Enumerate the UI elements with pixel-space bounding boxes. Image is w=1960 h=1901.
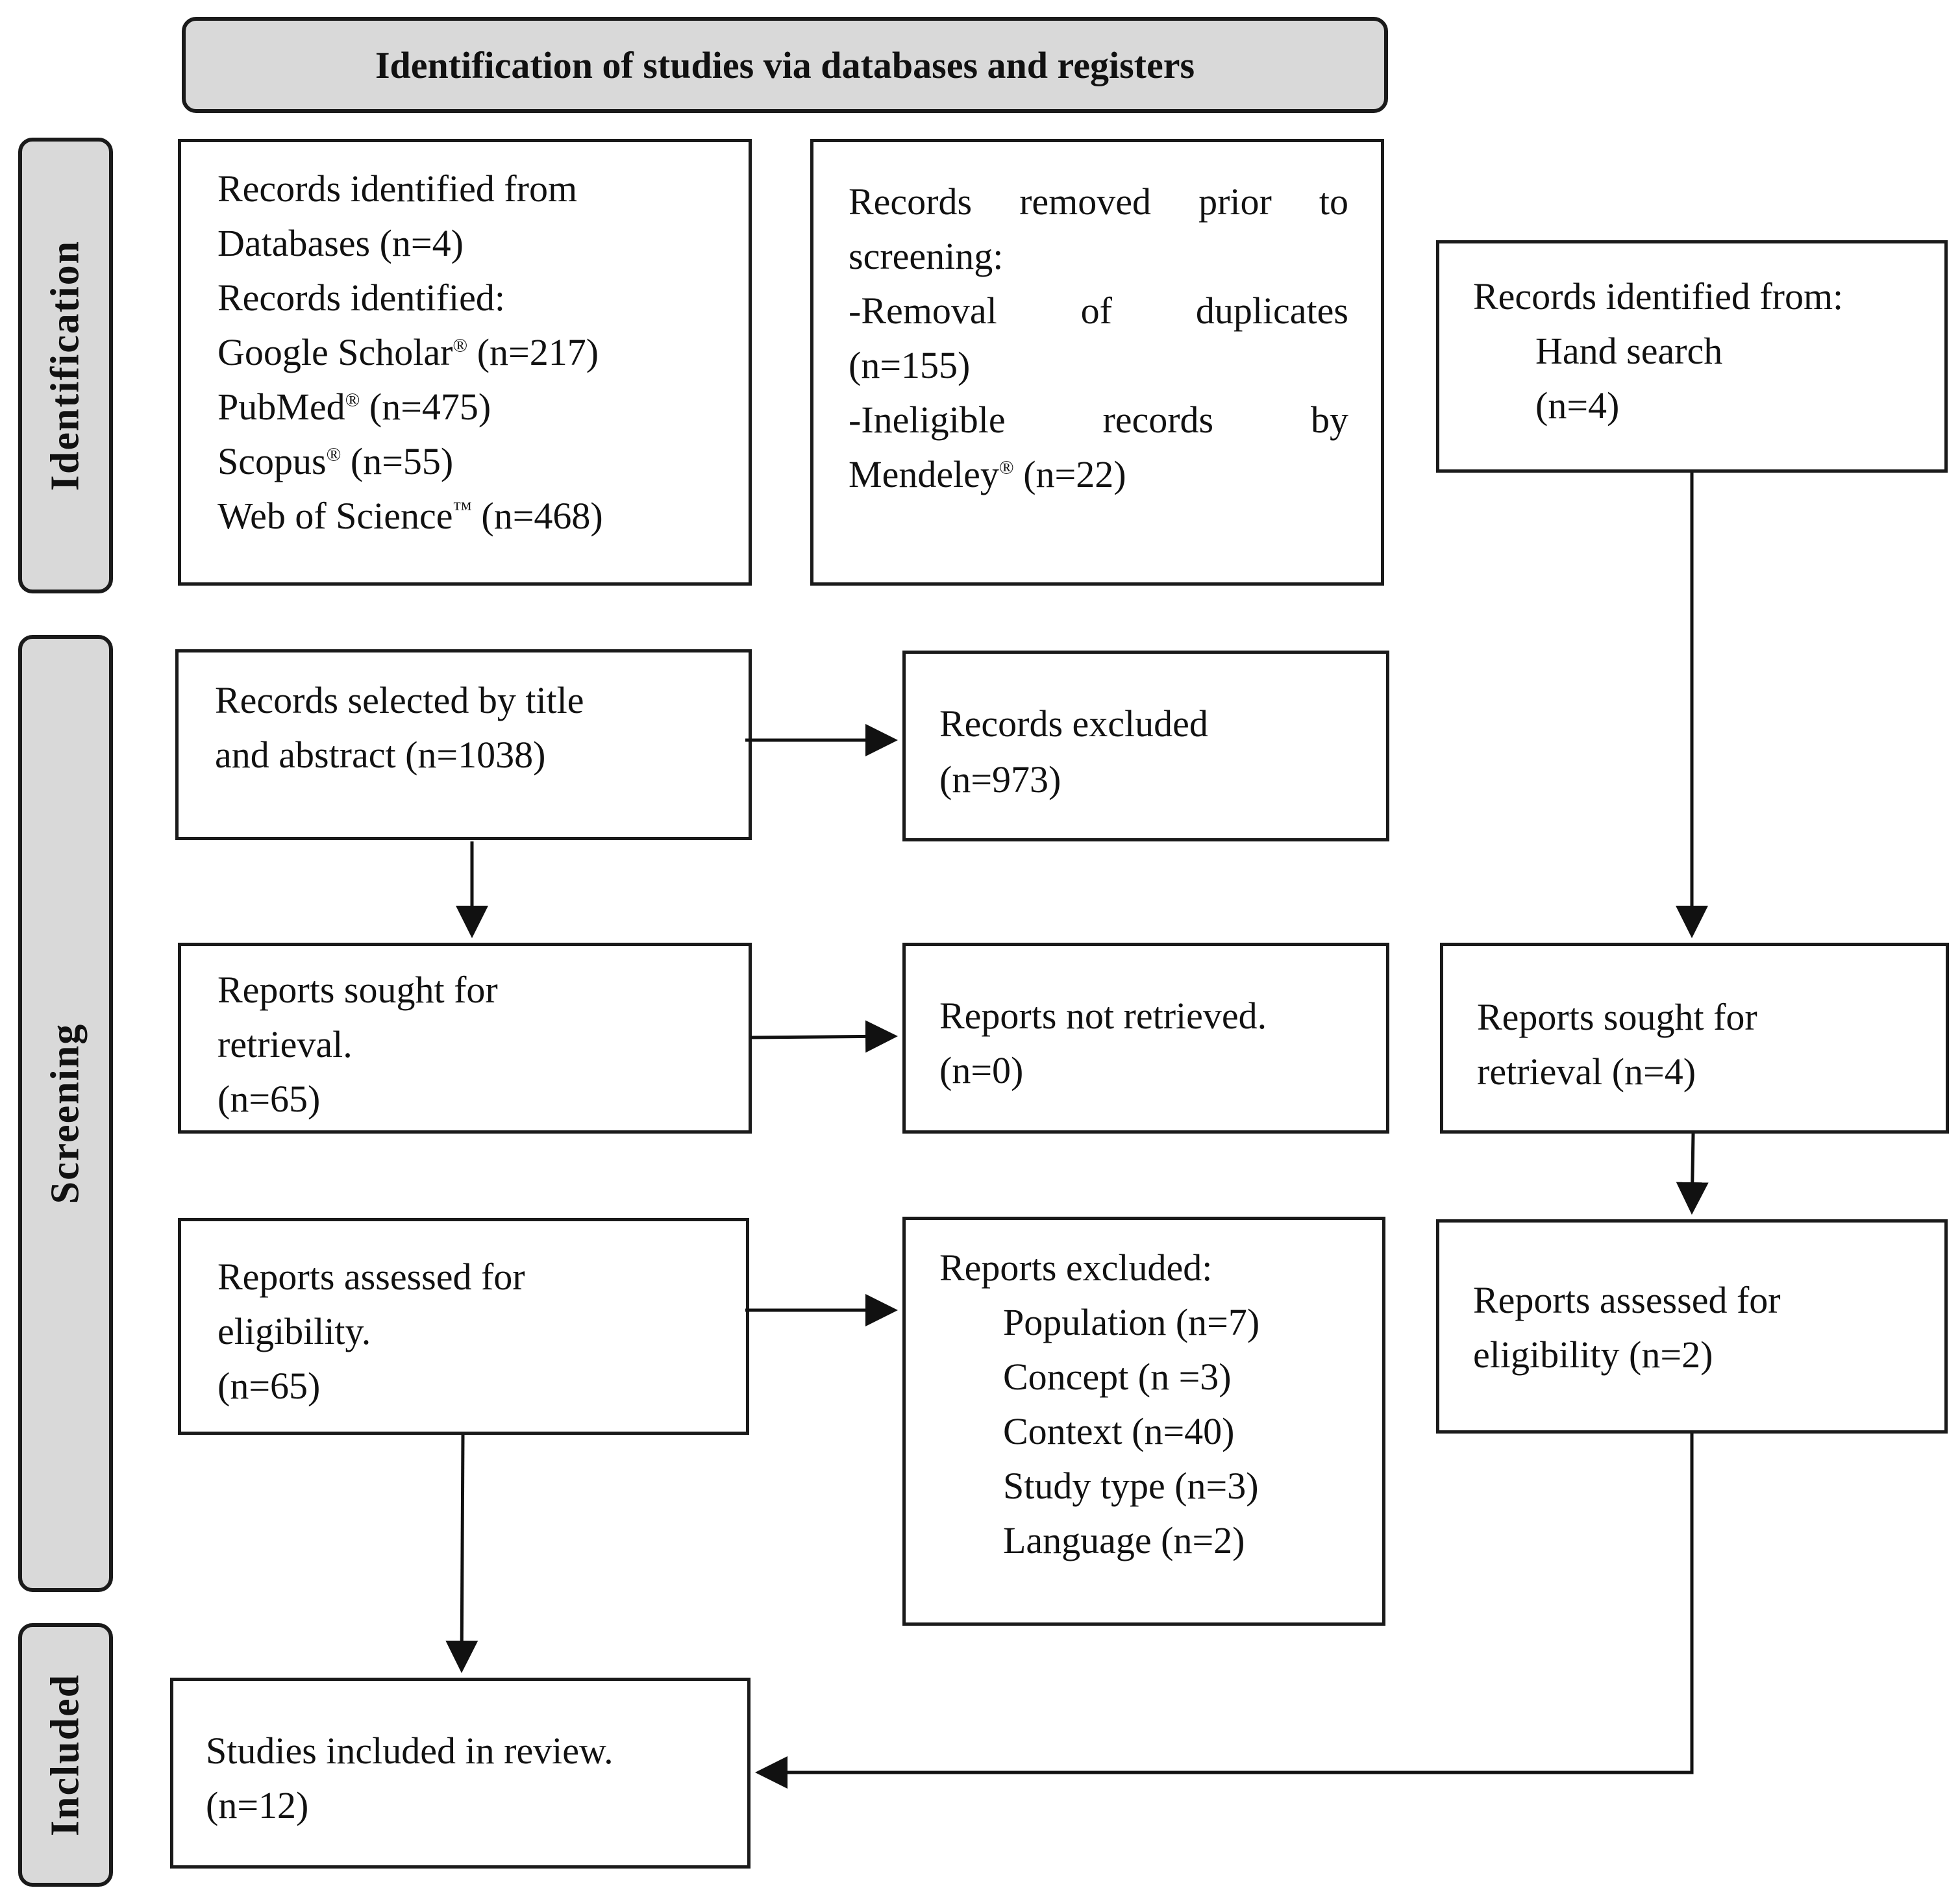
box-reports-assessed-hand: Reports assessed for eligibility (n=2) <box>1436 1219 1948 1434</box>
word: -Removal <box>849 290 997 332</box>
text-studies-included: Studies included in review. <box>206 1730 614 1772</box>
text-hand-search: Hand search <box>1535 330 1723 372</box>
text-records-removed-prior-to: Records removed prior to <box>849 175 1348 229</box>
trademark-mark: ™ <box>453 498 472 520</box>
word: of <box>1080 290 1112 332</box>
registered-mark: ® <box>453 334 468 356</box>
text-records-identified-from: Records identified from <box>217 168 578 210</box>
text-n155: (n=155) <box>849 344 971 386</box>
box-studies-included: Studies included in review. (n=12) <box>170 1678 751 1869</box>
text-n65: (n=65) <box>217 1078 321 1120</box>
text-exclusion-study-type: Study type (n=3) <box>1003 1465 1259 1507</box>
web-of-science-name: Web of Science <box>217 495 453 537</box>
text-exclusion-context: Context (n=40) <box>1003 1410 1235 1452</box>
mendeley-count: (n=22) <box>1023 453 1126 495</box>
text-reports-sought-for: Reports sought for <box>1477 996 1757 1038</box>
header-identification-of-studies: Identification of studies via databases … <box>182 17 1388 113</box>
text-reports-assessed-for: Reports assessed for <box>1473 1279 1781 1321</box>
box-records-identified-databases: Records identified from Databases (n=4) … <box>178 139 752 586</box>
text-web-of-science: Web of Science™ (n=468) <box>217 489 603 543</box>
text-exclusion-concept: Concept (n =3) <box>1003 1356 1232 1398</box>
header-title: Identification of studies via databases … <box>375 43 1195 86</box>
box-reports-not-retrieved: Reports not retrieved. (n=0) <box>902 943 1389 1134</box>
text-mendeley: Mendeley® (n=22) <box>849 447 1126 502</box>
word: prior <box>1198 180 1272 223</box>
text-eligibility: eligibility. <box>217 1310 371 1352</box>
scopus-count: (n=55) <box>350 440 454 482</box>
text-google-scholar: Google Scholar® (n=217) <box>217 325 599 380</box>
text-pubmed: PubMed® (n=475) <box>217 380 491 434</box>
text-n4: (n=4) <box>1535 384 1620 427</box>
registered-mark: ® <box>326 443 341 466</box>
text-eligibility-n2: eligibility (n=2) <box>1473 1334 1713 1376</box>
text-retrieval: retrieval. <box>217 1023 353 1065</box>
text-exclusion-language: Language (n=2) <box>1003 1519 1245 1561</box>
word: duplicates <box>1195 290 1348 332</box>
registered-mark: ® <box>999 456 1014 478</box>
text-n973: (n=973) <box>939 758 1061 801</box>
text-records-identified-from: Records identified from: <box>1473 275 1844 317</box>
text-retrieval-n4: retrieval (n=4) <box>1477 1050 1696 1093</box>
arrow-assessed-to-included <box>445 1434 478 1673</box>
text-databases-n4: Databases (n=4) <box>217 222 464 264</box>
text-n65: (n=65) <box>217 1365 321 1407</box>
pubmed-name: PubMed <box>217 386 345 428</box>
box-records-selected: Records selected by title and abstract (… <box>175 649 752 840</box>
pubmed-count: (n=475) <box>369 386 491 428</box>
word: removed <box>1019 180 1152 223</box>
word: by <box>1310 399 1348 441</box>
text-records-excluded: Records excluded <box>939 702 1208 745</box>
arrow-sought-to-not-retrieved <box>750 1020 898 1053</box>
web-of-science-count: (n=468) <box>481 495 603 537</box>
text-reports-assessed-for: Reports assessed for <box>217 1256 525 1298</box>
text-records-identified: Records identified: <box>217 277 505 319</box>
box-hand-search: Records identified from: Hand search (n=… <box>1436 240 1948 473</box>
box-reports-sought-hand: Reports sought for retrieval (n=4) <box>1440 943 1949 1134</box>
box-records-excluded: Records excluded (n=973) <box>902 651 1389 841</box>
word: Records <box>849 180 973 223</box>
text-exclusion-population: Population (n=7) <box>1003 1301 1260 1343</box>
box-records-removed: Records removed prior to screening: -Rem… <box>810 139 1384 586</box>
text-scopus: Scopus® (n=55) <box>217 434 453 489</box>
arrow-hand-sought-to-assessed <box>1676 1133 1709 1215</box>
mendeley-name: Mendeley <box>849 453 999 495</box>
text-reports-excluded: Reports excluded: <box>939 1247 1213 1289</box>
word: -Ineligible <box>849 399 1006 441</box>
box-reports-excluded: Reports excluded: Population (n=7) Conce… <box>902 1217 1385 1626</box>
box-reports-assessed: Reports assessed for eligibility. (n=65) <box>178 1218 749 1435</box>
text-removal-of-duplicates: -Removal of duplicates <box>849 284 1348 338</box>
registered-mark: ® <box>345 389 360 411</box>
google-scholar-count: (n=217) <box>477 331 599 373</box>
arrow-hand-assessed-to-included <box>755 1434 1694 1789</box>
phase-identification: Identification <box>18 138 113 593</box>
text-reports-sought-for: Reports sought for <box>217 969 498 1011</box>
text-n12: (n=12) <box>206 1784 309 1826</box>
text-records-selected: Records selected by title <box>215 679 584 721</box>
text-reports-not-retrieved: Reports not retrieved. <box>939 995 1267 1037</box>
phase-included: Included <box>18 1623 113 1887</box>
text-ineligible-records-by: -Ineligible records by <box>849 393 1348 447</box>
text-screening: screening: <box>849 235 1004 277</box>
text-title-abstract-n1038: and abstract (n=1038) <box>215 734 546 776</box>
phase-screening: Screening <box>18 635 113 1592</box>
scopus-name: Scopus <box>217 440 327 482</box>
word: to <box>1319 180 1348 223</box>
google-scholar-name: Google Scholar <box>217 331 453 373</box>
box-reports-sought: Reports sought for retrieval. (n=65) <box>178 943 752 1134</box>
word: records <box>1102 399 1214 441</box>
text-n0: (n=0) <box>939 1049 1024 1091</box>
